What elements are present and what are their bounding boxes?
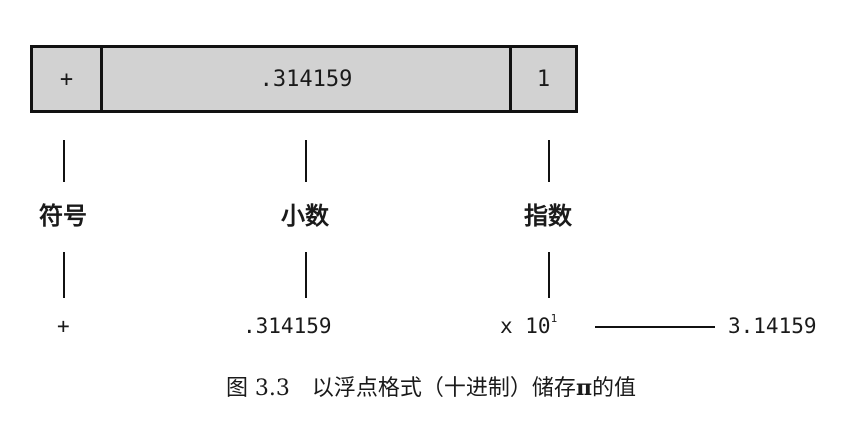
fraction-cell: .314159: [100, 45, 512, 113]
figure-number: 图 3.3: [225, 376, 290, 401]
caption-text-after: 的值: [592, 376, 637, 401]
caption-text-before: 以浮点格式（十进制）储存: [311, 376, 576, 401]
sign-connector-bottom: [63, 252, 65, 298]
sign-value: +: [57, 314, 70, 338]
figure-caption: 图 3.3 以浮点格式（十进制）储存π的值: [0, 370, 862, 402]
sign-cell-value: +: [59, 66, 74, 92]
sign-cell: +: [30, 45, 103, 113]
exponent-cell: 1: [509, 45, 578, 113]
fraction-label: 小数: [281, 202, 329, 230]
fraction-connector-top: [305, 140, 307, 182]
result-value: 3.14159: [728, 314, 817, 338]
exponent-label: 指数: [524, 202, 572, 230]
result-connector: [595, 326, 715, 328]
fraction-connector-bottom: [305, 252, 307, 298]
pi-symbol: π: [575, 375, 593, 401]
fraction-value: .314159: [243, 314, 332, 338]
exponent-connector-top: [548, 140, 550, 182]
sign-label: 符号: [39, 202, 87, 230]
fraction-cell-value: .314159: [259, 66, 353, 92]
exponent-cell-value: 1: [536, 66, 551, 92]
exponent-power: 1: [550, 312, 558, 325]
sign-connector-top: [63, 140, 65, 182]
exponent-connector-bottom: [548, 252, 550, 298]
exponent-value: x 101: [500, 312, 558, 338]
exponent-base: x 10: [500, 314, 551, 338]
